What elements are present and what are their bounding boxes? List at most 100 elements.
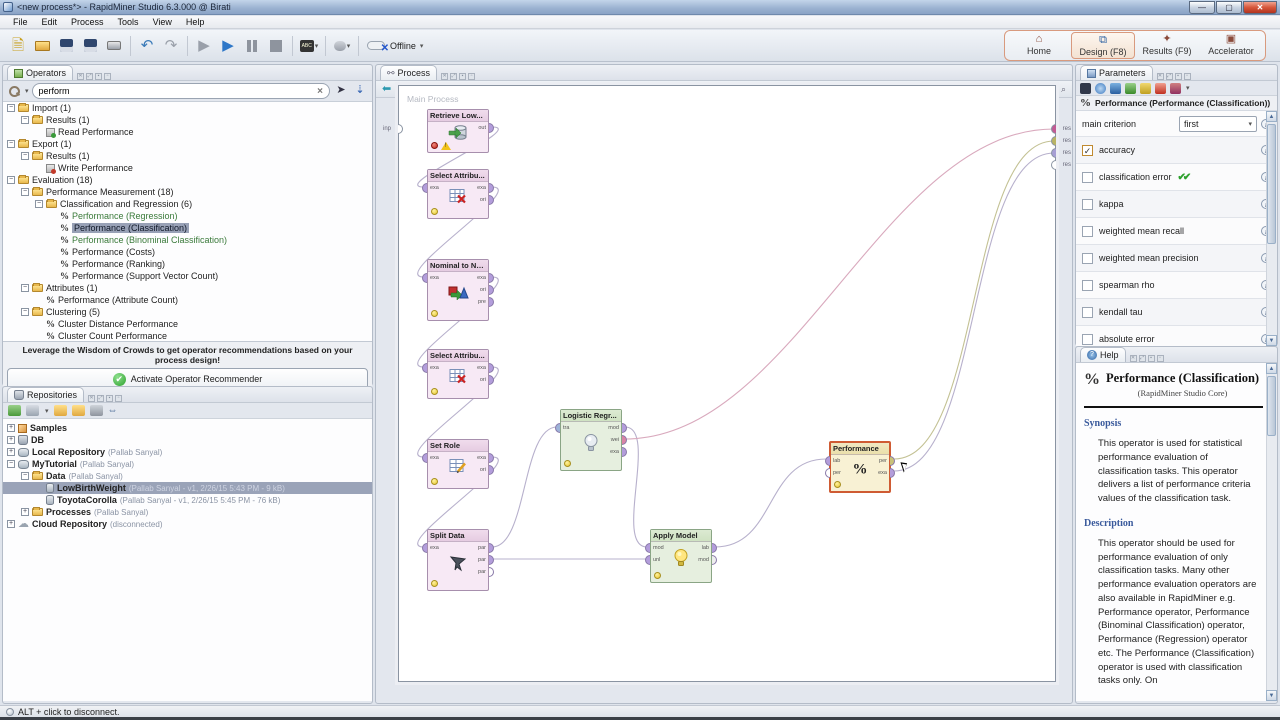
tab-parameters[interactable]: Parameters: [1080, 65, 1153, 80]
res-port[interactable]: [1051, 160, 1056, 170]
operator-tree-item[interactable]: −Performance Measurement (18): [3, 186, 372, 198]
tree-expand-toggle[interactable]: +: [21, 508, 29, 516]
main-criterion-select[interactable]: first ▾: [1179, 115, 1257, 132]
filter-icon[interactable]: ➤: [336, 84, 346, 96]
perspective-accelerator-button[interactable]: ▣Accelerator: [1199, 32, 1263, 59]
menu-process[interactable]: Process: [71, 17, 104, 27]
tree-expand-toggle[interactable]: −: [7, 140, 15, 148]
scroll-thumb[interactable]: [1267, 124, 1276, 244]
operator-tree-item[interactable]: %Performance (Costs): [3, 246, 372, 258]
undo-icon[interactable]: ↶: [140, 37, 154, 54]
wire[interactable]: [417, 366, 499, 458]
maximize-button[interactable]: ▢: [1216, 0, 1242, 14]
perspective-results-button[interactable]: ✦Results (F9): [1135, 32, 1199, 59]
operator-tree-item[interactable]: −Classification and Regression (6): [3, 198, 372, 210]
tree-expand-toggle[interactable]: −: [7, 176, 15, 184]
tree-expand-toggle[interactable]: +: [7, 448, 15, 456]
tree-expand-toggle[interactable]: −: [7, 460, 15, 468]
add-data-icon[interactable]: [8, 405, 21, 416]
repo-tree-item[interactable]: +DB: [3, 434, 372, 446]
port-mod[interactable]: [645, 543, 650, 553]
operator-tree-item[interactable]: −Attributes (1): [3, 282, 372, 294]
new-folder-icon[interactable]: [53, 405, 67, 416]
zoom-icon[interactable]: ⌕: [1060, 83, 1066, 94]
wire[interactable]: [893, 140, 1055, 460]
perspective-design-button[interactable]: ⧉Design (F8): [1071, 32, 1135, 59]
tree-expand-toggle[interactable]: −: [21, 284, 29, 292]
port-exa[interactable]: [422, 453, 427, 463]
import-caret[interactable]: ▾: [45, 407, 49, 415]
pause-button[interactable]: [241, 35, 263, 57]
operator-tree-item[interactable]: %Performance (Regression): [3, 210, 372, 222]
tab-process[interactable]: ⚯ Process: [380, 65, 438, 80]
checkbox-weighted-mean-precision[interactable]: [1082, 252, 1093, 264]
operator-tree-item[interactable]: %Performance (Binominal Classification): [3, 234, 372, 246]
checkbox-weighted-mean-recall[interactable]: [1082, 225, 1093, 237]
wire-button[interactable]: ▾: [331, 35, 353, 57]
port-per[interactable]: [825, 468, 830, 478]
operator-icon[interactable]: [1080, 82, 1091, 94]
back-icon[interactable]: ⬅: [382, 82, 392, 95]
info-icon[interactable]: [1095, 82, 1106, 94]
wire[interactable]: [714, 458, 827, 548]
scroll-up-arrow[interactable]: ▲: [1266, 363, 1277, 374]
port-exa[interactable]: [422, 183, 427, 193]
operator-tree-item[interactable]: −Import (1): [3, 102, 372, 114]
wire[interactable]: [417, 186, 499, 278]
operator-node-retrieve[interactable]: Retrieve Low...out: [427, 109, 494, 153]
wire[interactable]: [417, 456, 499, 548]
wire[interactable]: [491, 426, 558, 548]
perspective-home-button[interactable]: ⌂Home: [1007, 32, 1071, 59]
menu-help[interactable]: Help: [185, 17, 205, 27]
port-exa[interactable]: [422, 363, 427, 373]
import-icon[interactable]: [26, 405, 39, 416]
port-exa[interactable]: [422, 543, 427, 553]
open-button[interactable]: [31, 35, 53, 57]
operator-tree-item[interactable]: %Performance (Ranking): [3, 258, 372, 270]
process-canvas[interactable]: Main Process Retrieve Low...outSelect At…: [383, 85, 1071, 682]
tree-expand-toggle[interactable]: −: [21, 188, 29, 196]
checkbox-accuracy[interactable]: ✓: [1082, 144, 1093, 156]
checkbox-spearman-rho[interactable]: [1082, 279, 1093, 291]
copy-entry-icon[interactable]: [89, 405, 103, 416]
panel-controls[interactable]: ✕⤢▪▫: [77, 73, 112, 80]
operator-search-input[interactable]: [38, 86, 318, 96]
operator-tree-item[interactable]: Write Performance: [3, 162, 372, 174]
repo-tree-item[interactable]: −MyTutorial(Pallab Sanyal): [3, 458, 372, 470]
connection-status-dropdown[interactable]: ✕ Offline ▾: [363, 37, 427, 54]
operator-tree-item[interactable]: −Evaluation (18): [3, 174, 372, 186]
operator-tree-item[interactable]: −Export (1): [3, 138, 372, 150]
enable-icon[interactable]: [1125, 82, 1136, 94]
repo-tree-item[interactable]: +Local Repository(Pallab Sanyal): [3, 446, 372, 458]
checkbox-kendall-tau[interactable]: [1082, 306, 1093, 318]
wire[interactable]: [624, 426, 648, 548]
wire[interactable]: [893, 152, 1055, 472]
expert-mode-icon[interactable]: [1110, 82, 1121, 94]
panel-controls[interactable]: ✕⤢▪▫: [441, 73, 476, 80]
sort-icon[interactable]: ⇣: [355, 84, 365, 96]
scroll-thumb[interactable]: [1267, 376, 1276, 436]
params-overflow-caret[interactable]: ▾: [1186, 85, 1190, 92]
repo-tree-item[interactable]: +Samples: [3, 422, 372, 434]
search-options-caret[interactable]: ▾: [25, 88, 29, 95]
port-exa[interactable]: [422, 273, 427, 283]
breakpoint-icon[interactable]: [1170, 82, 1181, 94]
new-process-button[interactable]: 🗎: [11, 37, 25, 54]
wire[interactable]: [417, 126, 499, 188]
res-port[interactable]: [1051, 148, 1056, 158]
rename-icon[interactable]: [1140, 82, 1151, 94]
menu-view[interactable]: View: [152, 17, 172, 27]
wire[interactable]: [417, 276, 499, 368]
checkbox-kappa[interactable]: [1082, 198, 1093, 210]
operator-tree-item[interactable]: −Results (1): [3, 150, 372, 162]
operator-tree-item[interactable]: −Clustering (5): [3, 306, 372, 318]
redo-icon[interactable]: ↷: [164, 37, 178, 54]
port-unl[interactable]: [645, 555, 650, 565]
tab-repositories[interactable]: Repositories: [7, 387, 85, 402]
